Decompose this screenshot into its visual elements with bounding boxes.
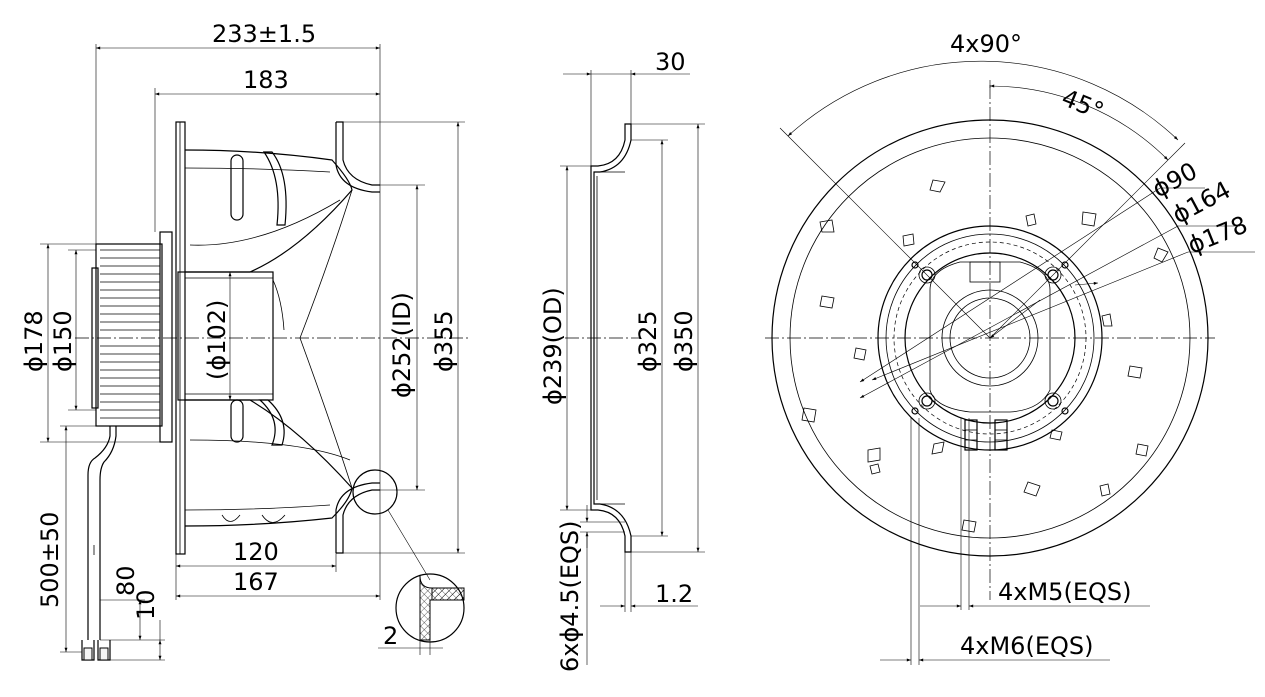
dim-depth-120: 120 (233, 538, 279, 566)
screw-m6-holes (918, 266, 1062, 410)
dim-cable-strip-80: 80 (112, 565, 140, 596)
dim-cable-strip-10: 10 (132, 589, 160, 620)
dim-hub-dia: (ϕ102) (203, 300, 231, 380)
dim-thread-m5: 4xM5(EQS) (998, 578, 1131, 606)
dim-impeller-od: ϕ355 (430, 310, 458, 372)
screw-m5-holes (911, 261, 1069, 415)
balance-clips (801, 179, 1169, 533)
inlet-ring-view: 30 ϕ239(OD) ϕ325 ϕ350 6xϕ4.5(EQS) 1.2 (539, 48, 705, 672)
dim-ring-width: 30 (655, 48, 686, 76)
dim-depth-167: 167 (233, 568, 279, 596)
dim-angle-total: 4x90° (950, 30, 1022, 58)
dim-ring-od: ϕ239(OD) (539, 287, 567, 405)
dim-inlet-id: ϕ252(ID) (388, 292, 416, 398)
dim-hole-circle: ϕ325 (634, 310, 662, 372)
side-view: 233±1.5 183 ϕ178 ϕ150 (ϕ102) ϕ252(ID) ϕ3… (20, 20, 470, 661)
dim-cable-length: 500±50 (36, 512, 64, 608)
dim-motor-dia-inner: ϕ150 (49, 310, 77, 372)
dim-overall-length: 233±1.5 (212, 20, 316, 48)
dim-motor-dia-outer: ϕ178 (20, 310, 48, 372)
dim-ring-holes: 6xϕ4.5(EQS) (556, 521, 584, 673)
motor-fins (100, 249, 160, 419)
dim-impeller-length: 183 (243, 66, 289, 94)
front-view: 4x90° 45° ϕ90 ϕ164 ϕ178 4xM5(EQS) 4xM6(E… (765, 30, 1255, 665)
dim-angle-half: 45° (1058, 84, 1108, 126)
dim-thread-m6: 4xM6(EQS) (960, 632, 1093, 660)
dim-ring-outer-dia: ϕ350 (670, 310, 698, 372)
dim-detail-2: 2 (383, 622, 398, 650)
dim-ring-thickness: 1.2 (655, 580, 693, 608)
